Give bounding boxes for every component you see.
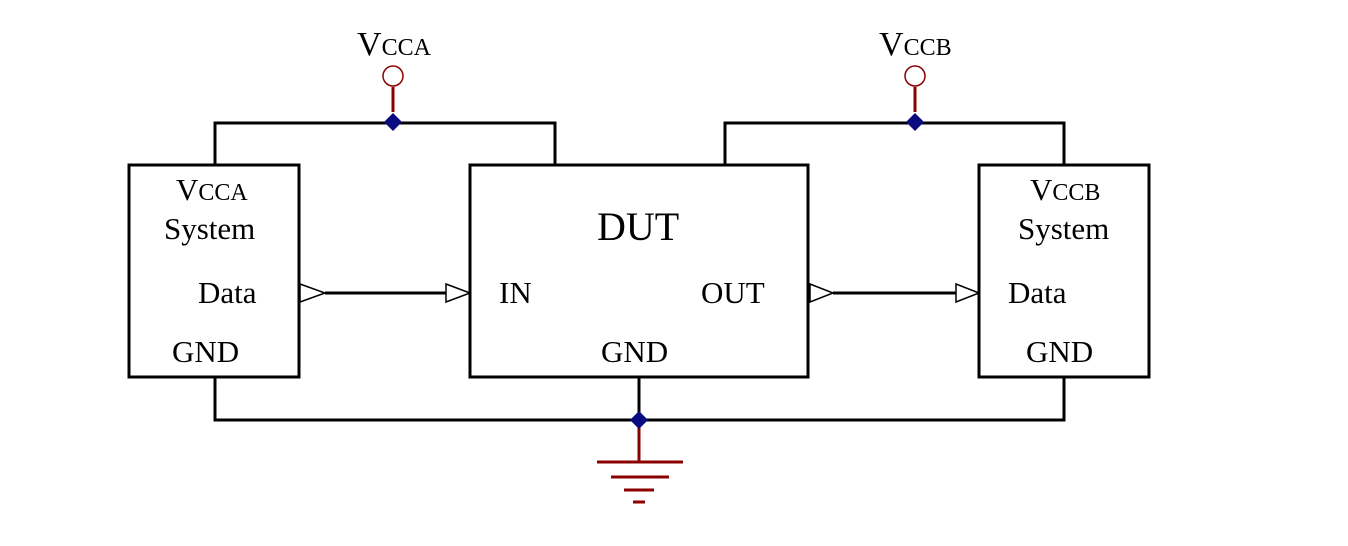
vccb-junction-dot (906, 113, 924, 131)
vccb-supply-terminal (904, 65, 926, 112)
dut-out-pin-label: OUT (701, 275, 765, 310)
vccb-system-title: VCCB (1030, 172, 1100, 207)
dut-title: DUT (597, 204, 679, 249)
junctions (384, 113, 924, 429)
vcca-supply-terminal (382, 65, 404, 112)
signal-arrows (299, 282, 982, 304)
dut-out-output-arrow (809, 282, 836, 304)
dut-in-input-arrow (445, 282, 473, 304)
vccb-data-pin-label: Data (1008, 275, 1067, 310)
vcca-data-pin-label: Data (198, 275, 257, 310)
vccb-data-input-arrow (955, 282, 982, 304)
vcca-system-subtitle: System (164, 211, 255, 246)
vcca-supply-label: VCCA (357, 26, 432, 63)
vccb-gnd-pin-label: GND (1026, 334, 1093, 369)
vcca-junction-dot (384, 113, 402, 131)
vcca-system-block (127, 163, 301, 379)
vcca-gnd-pin-label: GND (172, 334, 239, 369)
dut-in-pin-label: IN (499, 275, 532, 310)
dut-block (468, 163, 810, 379)
vcca-terminal-icon (382, 65, 404, 87)
vccb-supply-label: VCCB (879, 26, 952, 63)
ground-icon (597, 420, 683, 504)
vcca-data-output-arrow (299, 282, 328, 304)
vccb-rail-wire (723, 121, 1066, 165)
vccb-system-block (977, 163, 1151, 379)
dut-gnd-pin-label: GND (601, 334, 668, 369)
gnd-junction-dot (630, 411, 648, 429)
vcca-system-title: VCCA (176, 172, 248, 207)
vccb-terminal-icon (904, 65, 926, 87)
vcca-rail-wire (213, 121, 557, 165)
vccb-system-subtitle: System (1018, 211, 1109, 246)
